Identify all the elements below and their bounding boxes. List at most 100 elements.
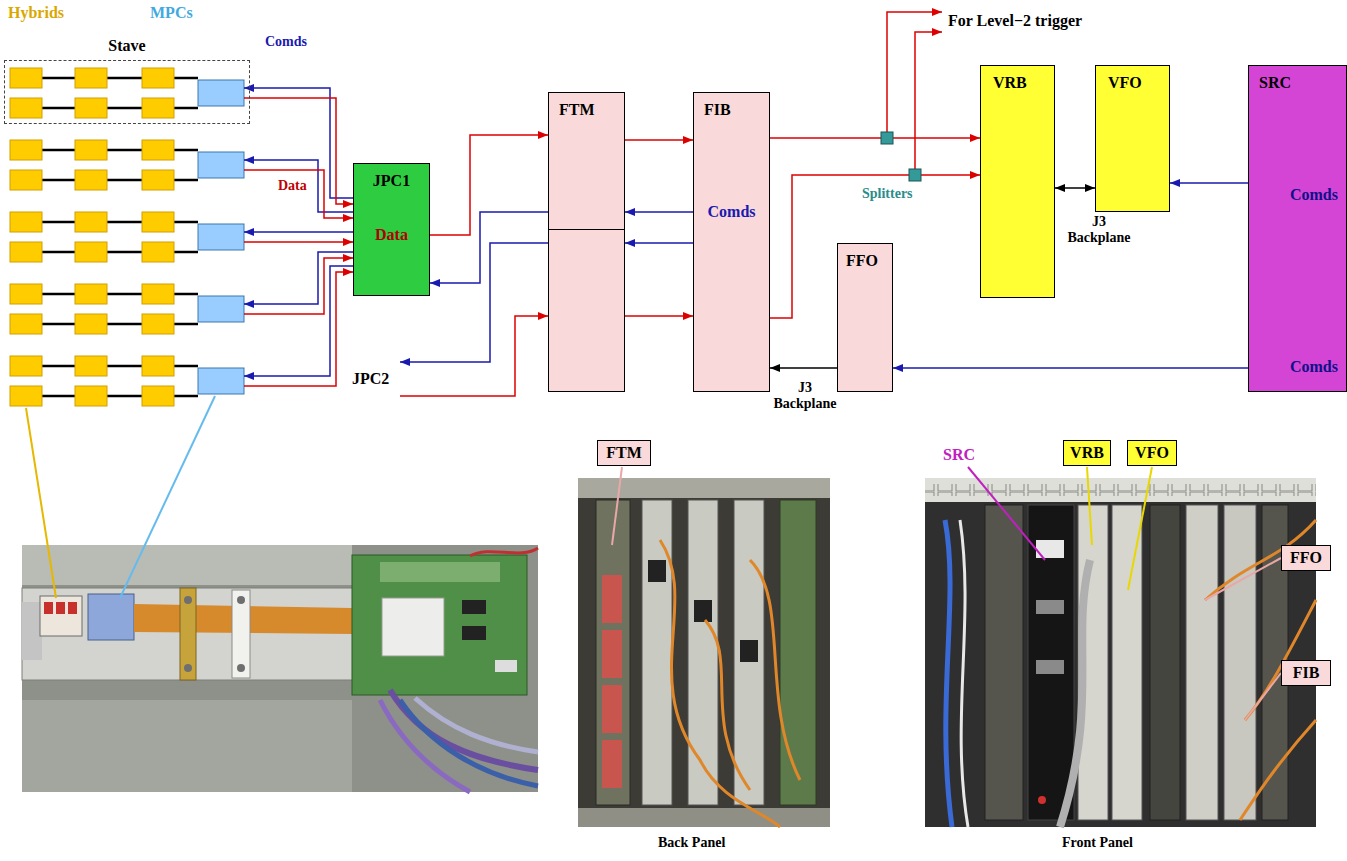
data-wire [244, 241, 353, 243]
connector-arrow [1170, 182, 1248, 184]
photo-callout: VRB [1063, 440, 1111, 466]
cover-plate [382, 598, 444, 656]
node-title: FFO [1290, 549, 1322, 567]
node-title: FIB [704, 101, 731, 119]
edge-label: J3 Backplane [1060, 214, 1138, 246]
connector [648, 560, 666, 582]
fib-card [1224, 505, 1256, 820]
edge-label: J3 Backplane [766, 380, 844, 412]
front-connector [1036, 600, 1064, 614]
fanout-card: FFO [837, 243, 893, 392]
command-wire [244, 231, 353, 233]
photo-callout: FIB [1281, 660, 1331, 686]
command-wire [244, 160, 353, 212]
ribbon-cable [1060, 560, 1090, 827]
connector [602, 575, 622, 623]
node-title: FTM [606, 444, 642, 462]
card [688, 500, 718, 805]
destination-label: For Level−2 trigger [948, 12, 1082, 30]
leader-line [1245, 673, 1281, 720]
ribbon-cable [415, 698, 538, 752]
network-cable [945, 520, 952, 827]
splitter [909, 169, 921, 181]
node-title: VFO [1108, 74, 1142, 92]
photo-bench [22, 545, 352, 585]
card [780, 500, 816, 805]
pcb-chip [462, 626, 486, 640]
screw [184, 596, 192, 604]
connector [694, 600, 712, 622]
hybrid-photo [40, 596, 82, 636]
leader-line [1205, 558, 1281, 600]
connector-arrow [625, 315, 693, 317]
node-title: SRC [1259, 74, 1291, 92]
mpc-photo [88, 594, 134, 640]
leader-line [1087, 467, 1092, 545]
node-text: Comds [707, 203, 755, 221]
optical-fiber [705, 620, 750, 790]
card [734, 500, 764, 805]
crate-rail [578, 478, 830, 498]
photo-background [578, 478, 830, 827]
leader-line [1128, 467, 1152, 590]
data-wire [244, 272, 353, 386]
connector-arrow [770, 367, 837, 369]
stave-row [10, 284, 244, 334]
stave-outline: Stave [4, 60, 250, 124]
connector [602, 630, 622, 678]
network-cable [960, 520, 968, 827]
node-title: Stave [108, 37, 145, 55]
connector-arrow [430, 135, 548, 235]
card [642, 500, 672, 805]
front-connector [1036, 660, 1064, 674]
vme-card: VRB [980, 65, 1055, 298]
node-text: Comds [1290, 358, 1338, 376]
hybrid-chip [56, 602, 65, 614]
hybrid-chip [44, 602, 53, 614]
connector-arrow [1055, 187, 1095, 189]
front-panel-photo [925, 478, 1316, 827]
interface-card: FIB Comds [693, 92, 770, 392]
photo-background [925, 478, 1316, 827]
card-divider [549, 229, 624, 230]
screw [237, 664, 245, 672]
ribbon-cable [400, 700, 538, 786]
signal-label: Comds [265, 34, 307, 50]
crate-rail [578, 808, 830, 827]
screw [237, 596, 245, 604]
component-label: Splitters [862, 186, 913, 202]
back-panel-photo [578, 478, 830, 827]
node-title: VRB [993, 74, 1027, 92]
screw [184, 664, 192, 672]
mpc-wires [244, 12, 942, 396]
color-key-label: MPCs [150, 4, 193, 22]
connector [602, 685, 622, 733]
connector-arrow [770, 137, 980, 139]
node-title: FIB [1293, 664, 1320, 682]
photo-callout: VFO [1127, 440, 1177, 466]
optical-fiber [1240, 720, 1316, 820]
pcb-board [352, 555, 527, 695]
node-text: Data [375, 226, 408, 244]
connector [602, 740, 622, 788]
stave-row [10, 140, 244, 190]
readout-card: JPC1Data [353, 163, 430, 296]
card [985, 505, 1023, 820]
pcb-chip [462, 600, 486, 614]
signal-label: Data [278, 178, 307, 194]
trigger-branch [915, 32, 942, 169]
photo-callout: FFO [1281, 545, 1331, 571]
red-wires [470, 548, 538, 556]
node-title: JPC1 [373, 172, 410, 190]
photo-caption: Front Panel [1062, 835, 1133, 851]
pcb-connector [495, 660, 517, 672]
photo-callout: FTM [597, 440, 651, 466]
detector-photo [22, 545, 538, 792]
controller-card: SRCComdsComds [1248, 65, 1347, 392]
stave-row [10, 212, 244, 262]
photo-background [22, 545, 538, 792]
stave-row [10, 68, 244, 118]
photo-bench [22, 700, 352, 792]
card [1150, 505, 1180, 820]
optical-fiber [660, 540, 780, 827]
